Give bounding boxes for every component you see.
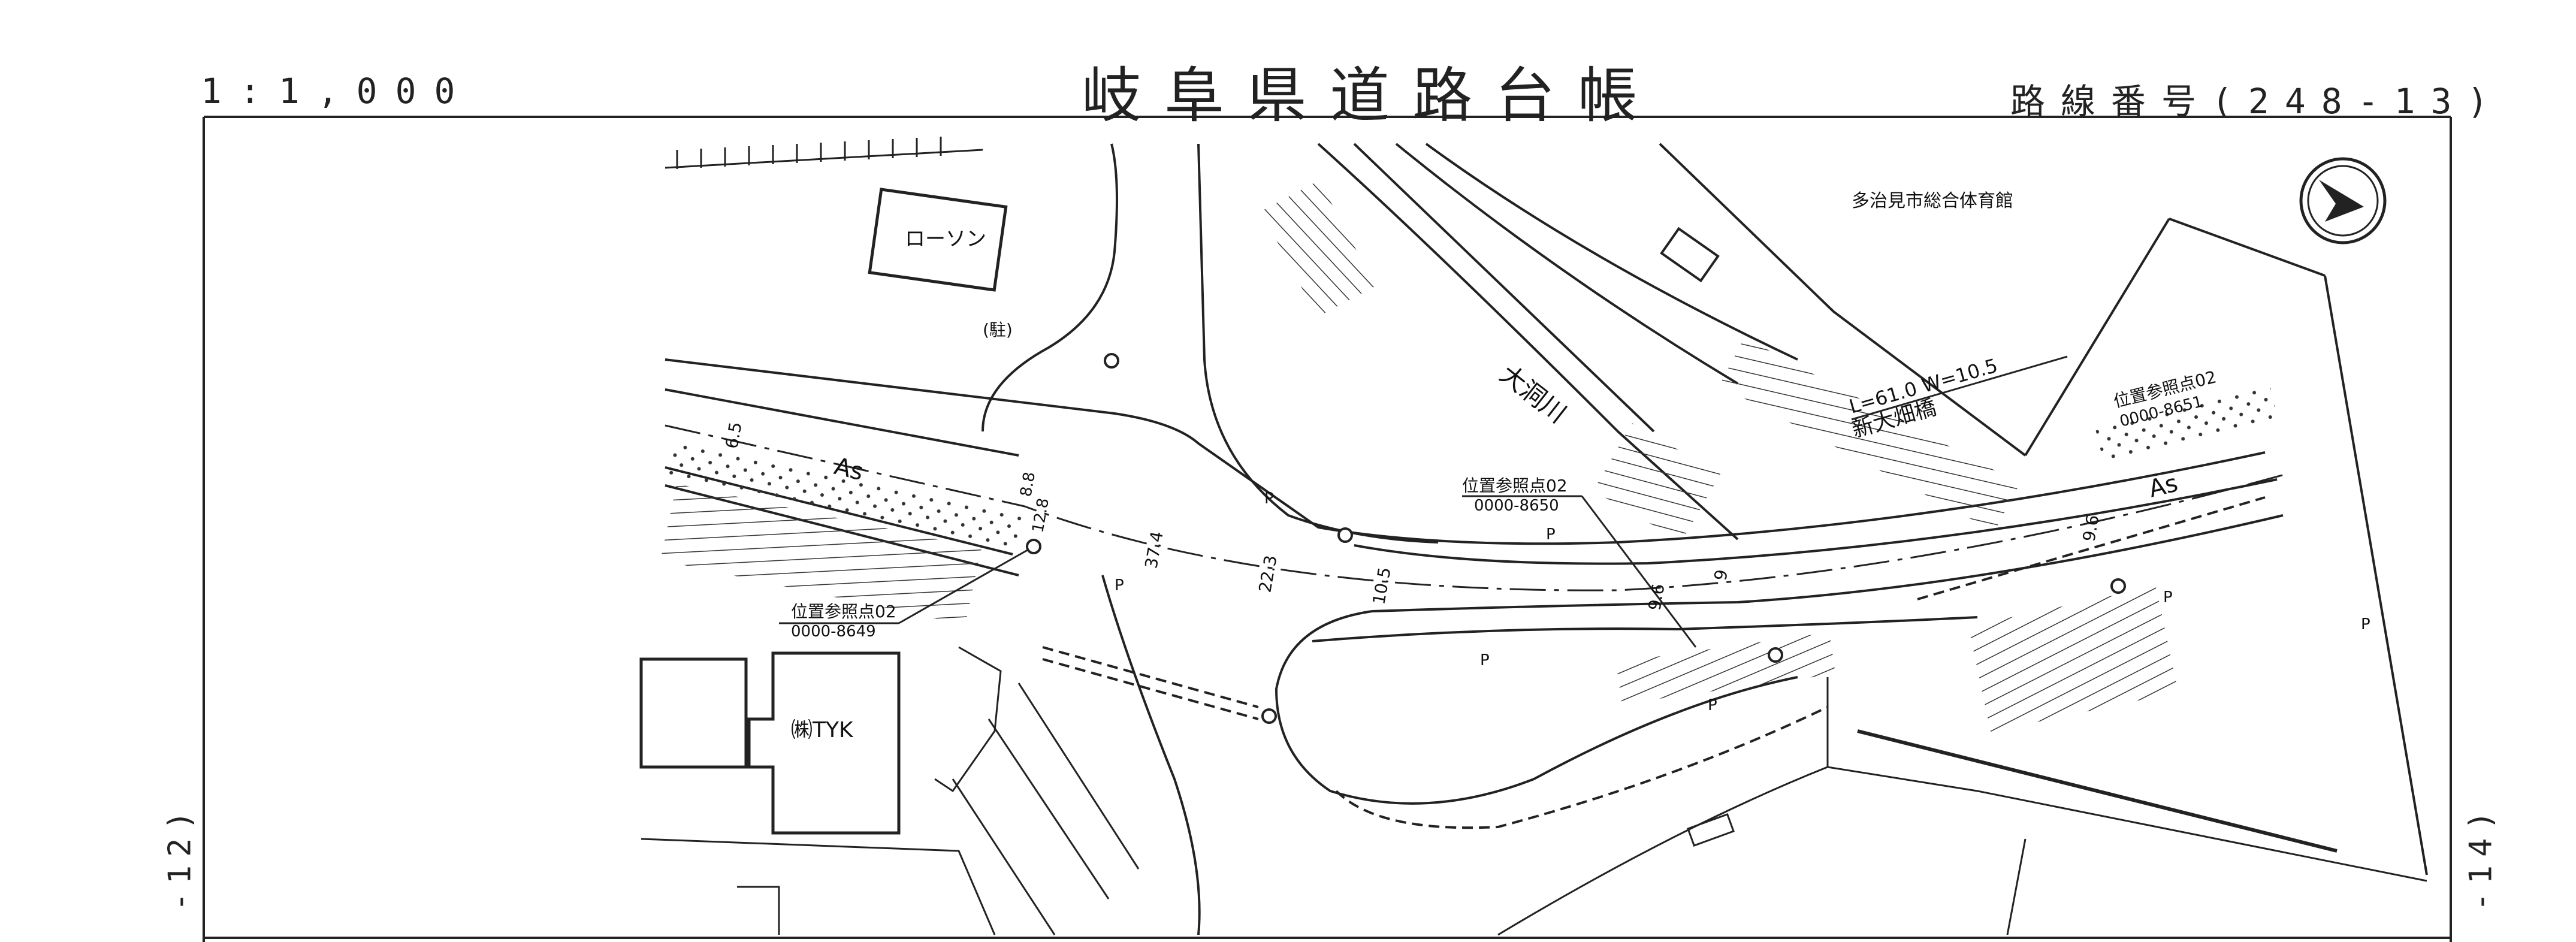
lawson-label: ローソン [905, 227, 986, 251]
reference-point-8650: 位置参照点02 0000-8650 [1462, 476, 1697, 648]
page-title: 岐阜県道路台帳 [1082, 61, 1660, 131]
p-mark: P [2163, 588, 2173, 606]
p-mark: P [1115, 576, 1124, 594]
cross-road [982, 143, 1828, 935]
width-9-6-b: 9.6 [2079, 514, 2103, 544]
tyk-building [639, 651, 901, 835]
width-8-8: 8.8 [1017, 470, 1039, 498]
gymnasium-label: 多治見市総合体育館 [1852, 191, 2013, 212]
svg-text:位置参照点02: 位置参照点02 [791, 602, 896, 621]
p-mark: P [1708, 696, 1717, 714]
river-name: 大洞川 [1494, 359, 1572, 428]
width-9-6-a: 9.6 [1644, 582, 1668, 612]
width-6-5: 6.5 [721, 421, 745, 451]
survey-points [1026, 353, 2126, 724]
lawson-building [868, 188, 1008, 292]
lower-left-parcels [641, 646, 1140, 935]
p-mark: P [2361, 615, 2370, 633]
p-mark: P [1264, 490, 1274, 508]
surface-label-west: As [832, 452, 866, 486]
route-number: 路線番号(248-13) [2010, 81, 2504, 122]
svg-text:0000-8649: 0000-8649 [791, 623, 876, 641]
p-mark: P [1546, 526, 1556, 544]
scale-label: 1:1,000 [201, 71, 473, 111]
parking-label: (駐) [983, 320, 1013, 340]
width-12-8: 12.8 [1029, 497, 1053, 534]
tyk-label: ㈱TYK [791, 718, 854, 742]
width-37-4: 37.4 [1141, 530, 1167, 570]
gymnasium-structure [1660, 227, 1720, 283]
width-9: 9 [1710, 568, 1732, 582]
width-22-3: 22.3 [1255, 554, 1281, 594]
p-mark: P [1480, 651, 1490, 669]
top-fence [665, 137, 983, 169]
svg-text:位置参照点02: 位置参照点02 [1462, 476, 1568, 496]
svg-text:0000-8650: 0000-8650 [1474, 497, 1559, 515]
reference-point-8649: 位置参照点02 0000-8649 [779, 547, 1031, 641]
river-lines [1317, 143, 2428, 875]
surface-label-east: As [2146, 469, 2181, 503]
north-arrow-icon [2299, 157, 2387, 244]
lower-right-terrain [1497, 677, 2427, 936]
width-10-5: 10.5 [1369, 566, 1394, 606]
sheet-frame [203, 116, 2452, 942]
